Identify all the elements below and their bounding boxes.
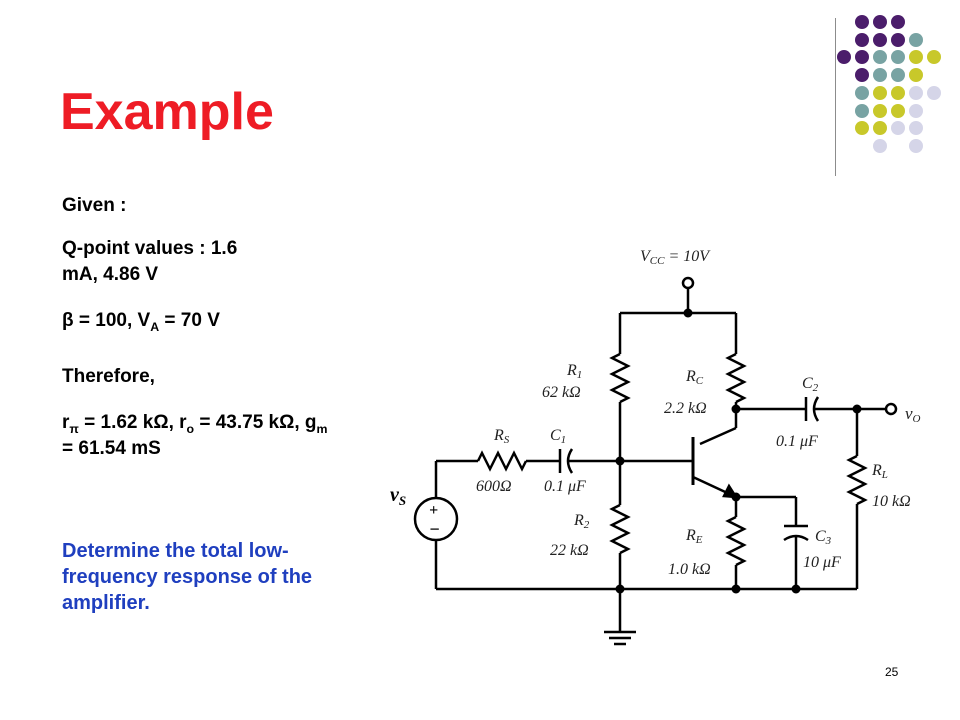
deco-dot <box>909 139 923 153</box>
deco-dot <box>927 86 941 100</box>
deco-dot <box>837 50 851 64</box>
rc-resistor <box>725 352 747 404</box>
junction-dots <box>615 308 862 594</box>
rpi-subscript: π <box>69 421 79 436</box>
amplifier-circuit <box>413 276 898 646</box>
wire <box>699 426 737 446</box>
junction-dot <box>731 492 741 502</box>
vo-label: vO <box>905 404 921 425</box>
ro-text: = 43.75 kΩ, g <box>194 412 317 433</box>
task-text: Determine the total low-frequency respon… <box>62 540 313 614</box>
rl-resistor <box>846 454 868 506</box>
deco-dot <box>891 33 905 47</box>
r2-label: R2 <box>573 512 590 531</box>
rpi-text: = 1.62 kΩ, r <box>78 412 187 433</box>
junction-dot <box>615 584 625 594</box>
junction-dot <box>683 308 693 318</box>
va-subscript: A <box>150 319 160 334</box>
deco-dot <box>873 104 887 118</box>
deco-dot <box>891 121 905 135</box>
ro-subscript: o <box>186 421 195 436</box>
deco-dot <box>909 104 923 118</box>
deco-dot <box>855 15 869 29</box>
params-line2: = 61.54 mS <box>62 438 161 459</box>
divider-line <box>835 18 836 176</box>
beta-symbol: β <box>62 310 74 331</box>
deco-dot <box>891 50 905 64</box>
deco-dot <box>873 50 887 64</box>
va-text: = 70 V <box>159 310 220 331</box>
deco-dot <box>909 121 923 135</box>
deco-dot <box>855 50 869 64</box>
vcc-terminal <box>681 276 695 290</box>
junction-dot <box>615 456 625 466</box>
given-label: Given : <box>62 195 127 216</box>
deco-dot <box>855 33 869 47</box>
deco-dot <box>891 15 905 29</box>
c2-value: 0.1 μF <box>776 433 818 450</box>
deco-dot <box>855 86 869 100</box>
circuit-labels: VCC = 10V R1 62 kΩ RC 2.2 kΩ C2 0.1 μF v… <box>390 248 921 578</box>
rc-label: RC <box>685 368 704 387</box>
rl-value: 10 kΩ <box>872 493 911 510</box>
minus-sign: − <box>429 519 440 539</box>
r2-resistor <box>609 503 631 555</box>
junction-dot <box>731 584 741 594</box>
therefore-label: Therefore, <box>62 366 155 387</box>
plus-sign: + <box>429 502 438 519</box>
slide-title: Example <box>60 83 274 141</box>
params-line1: rπ = 1.62 kΩ, ro = 43.75 kΩ, gm <box>62 410 402 442</box>
rs-resistor <box>476 450 528 472</box>
rs-value: 600Ω <box>476 478 512 495</box>
rl-label: RL <box>871 462 888 481</box>
rpi-r: r <box>62 412 70 433</box>
deco-dot <box>891 68 905 82</box>
deco-dot <box>909 50 923 64</box>
deco-dot <box>891 104 905 118</box>
qpoint-line1: Q-point values : 1.6 <box>62 238 238 259</box>
r2-value: 22 kΩ <box>550 542 589 559</box>
junction-dot <box>852 404 862 414</box>
rs-label: RS <box>493 427 510 446</box>
r1-value: 62 kΩ <box>542 384 581 401</box>
page-number: 25 <box>885 665 899 679</box>
deco-dot <box>927 50 941 64</box>
rc-value: 2.2 kΩ <box>664 400 707 417</box>
deco-dot <box>873 139 887 153</box>
re-label: RE <box>685 527 703 546</box>
c2-label: C2 <box>802 375 819 394</box>
deco-dot <box>855 121 869 135</box>
deco-dot <box>873 86 887 100</box>
deco-dot <box>891 86 905 100</box>
vs-label: vS <box>390 484 406 508</box>
junction-dot <box>791 584 801 594</box>
re-value: 1.0 kΩ <box>668 561 711 578</box>
r1-resistor <box>609 352 631 404</box>
deco-dot <box>873 15 887 29</box>
beta-text: = 100, V <box>73 310 151 331</box>
deco-dot <box>873 121 887 135</box>
gm-subscript: m <box>316 421 328 436</box>
re-resistor <box>725 515 747 567</box>
decorative-dot-grid <box>837 15 941 153</box>
deco-dot <box>873 33 887 47</box>
c1-value: 0.1 μF <box>544 478 586 495</box>
c1-label: C1 <box>550 427 566 446</box>
r1-label: R1 <box>566 362 582 381</box>
deco-dot <box>873 68 887 82</box>
junction-dot <box>731 404 741 414</box>
c3-label: C3 <box>815 528 832 547</box>
c3-value: 10 μF <box>803 554 841 571</box>
qpoint-line2: mA, 4.86 V <box>62 264 159 285</box>
vcc-label: VCC = 10V <box>640 248 711 267</box>
deco-dot <box>855 104 869 118</box>
beta-va-line: β = 100, VA = 70 V <box>62 308 220 340</box>
deco-dot <box>855 68 869 82</box>
deco-dot <box>909 68 923 82</box>
deco-dot <box>909 33 923 47</box>
vo-terminal <box>884 402 898 416</box>
deco-dot <box>909 86 923 100</box>
